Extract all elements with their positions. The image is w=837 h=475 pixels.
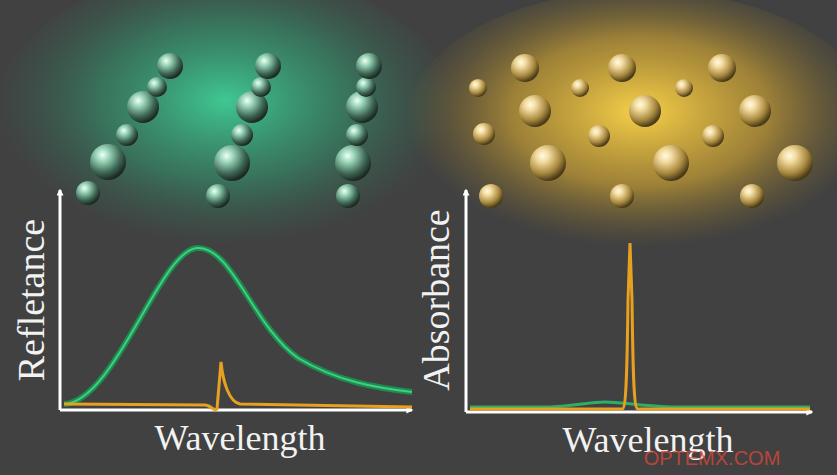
sphere	[740, 184, 764, 208]
sphere	[571, 79, 589, 97]
sphere	[335, 145, 371, 181]
sphere	[610, 184, 634, 208]
green-glow	[0, 0, 455, 260]
sphere	[530, 145, 566, 181]
sphere	[675, 79, 693, 97]
left-plot	[60, 190, 412, 410]
sphere	[739, 95, 771, 127]
x-axis	[60, 409, 412, 412]
sphere	[356, 77, 376, 97]
sphere	[588, 125, 610, 147]
sphere	[76, 181, 100, 205]
sphere	[608, 54, 636, 82]
right-plot	[466, 190, 812, 412]
sphere	[231, 124, 253, 146]
sphere	[356, 53, 382, 79]
sphere	[147, 77, 167, 97]
gold-glow	[405, 0, 837, 260]
reflectance-curve-gold	[64, 362, 412, 410]
sphere	[479, 184, 503, 208]
sphere	[511, 54, 539, 82]
absorbance-curve-green	[470, 402, 810, 407]
absorbance-curve-gold	[470, 243, 810, 409]
axis-label: Refletance	[12, 219, 50, 381]
sphere	[469, 79, 487, 97]
sphere	[336, 184, 360, 208]
sphere	[473, 123, 495, 145]
sphere-chains	[76, 53, 382, 208]
axis-label: Absorbance	[417, 209, 455, 390]
y-axis	[465, 190, 468, 412]
axis-label: Wavelength	[154, 420, 325, 456]
sphere	[157, 53, 183, 79]
sphere	[206, 184, 230, 208]
sphere	[346, 124, 368, 146]
x-axis	[466, 411, 812, 414]
sphere	[251, 77, 271, 97]
sphere	[90, 144, 126, 180]
sphere	[708, 54, 736, 82]
sphere	[653, 145, 689, 181]
y-axis	[59, 190, 62, 410]
sphere	[702, 125, 724, 147]
reflectance-curve-green	[64, 248, 412, 404]
sphere	[519, 95, 551, 127]
sphere	[629, 95, 661, 127]
reflectance-curve-green-core	[64, 248, 412, 404]
sphere	[214, 145, 250, 181]
sphere	[777, 145, 813, 181]
watermark: OPTEMX.COM	[644, 448, 781, 468]
sphere-array	[469, 54, 813, 208]
sphere	[116, 124, 138, 146]
sphere	[255, 53, 281, 79]
